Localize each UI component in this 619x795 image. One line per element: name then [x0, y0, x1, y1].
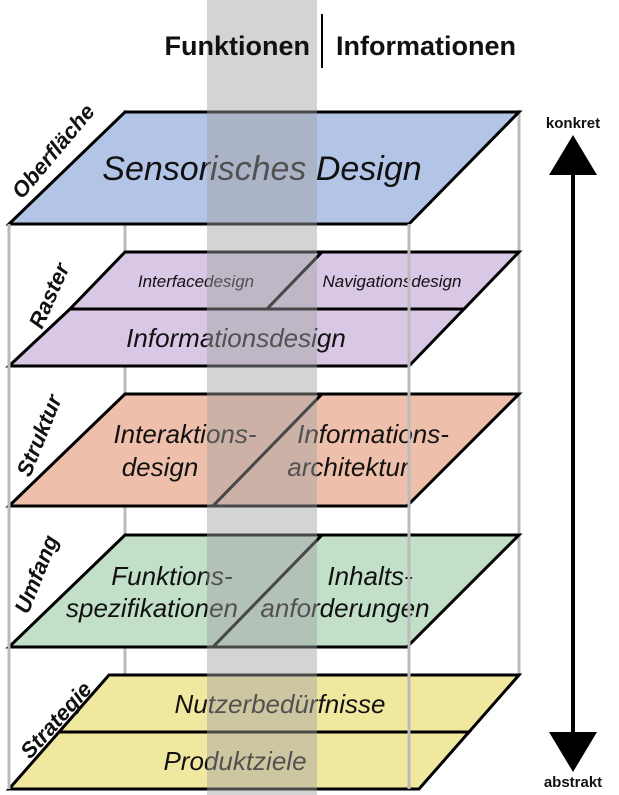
text-architektur: architektur	[287, 452, 410, 482]
header-funktionen: Funktionen	[165, 31, 310, 61]
layer-structure: Interaktions- design Informations- archi…	[5, 390, 523, 508]
plane-informationsarchitektur	[209, 392, 523, 508]
text-inhalts: Inhalts-	[327, 561, 413, 591]
layer-surface: Sensorisches Design Oberfläche	[5, 99, 523, 226]
text-sensorisches-design: Sensorisches Design	[102, 150, 421, 188]
text-informations: Informations-	[297, 419, 449, 449]
axis-label-abstrakt: abstrakt	[544, 774, 602, 791]
text-funktions: Funktions-	[111, 561, 233, 591]
front-pillars	[7, 224, 411, 789]
abstraction-axis: konkret abstrakt	[544, 115, 602, 791]
text-anforderungen: anforderungen	[260, 593, 429, 623]
text-design: design	[122, 452, 199, 482]
text-produktziele: Produktziele	[163, 746, 306, 776]
text-informationsdesign: Informationsdesign	[126, 323, 346, 353]
layer-skeleton: Interfacedesign Navigationsdesign Inform…	[5, 250, 523, 368]
header: Funktionen Informationen	[165, 14, 516, 68]
layer-scope: Funktions- spezifikationen Inhalts- anfo…	[5, 531, 523, 649]
header-informationen: Informationen	[336, 31, 516, 61]
text-navigationsdesign: Navigationsdesign	[323, 272, 462, 291]
text-interfacedesign: Interfacedesign	[138, 272, 254, 291]
text-spezifikationen: spezifikationen	[66, 593, 238, 623]
center-divider-band	[207, 0, 317, 795]
plane-inhaltsanforderungen	[209, 533, 523, 649]
text-interaktions: Interaktions-	[113, 419, 256, 449]
axis-label-konkret: konkret	[546, 115, 600, 132]
text-nutzerbeduerfnisse: Nutzerbedürfnisse	[175, 689, 386, 719]
plane-produktziele	[5, 730, 473, 791]
